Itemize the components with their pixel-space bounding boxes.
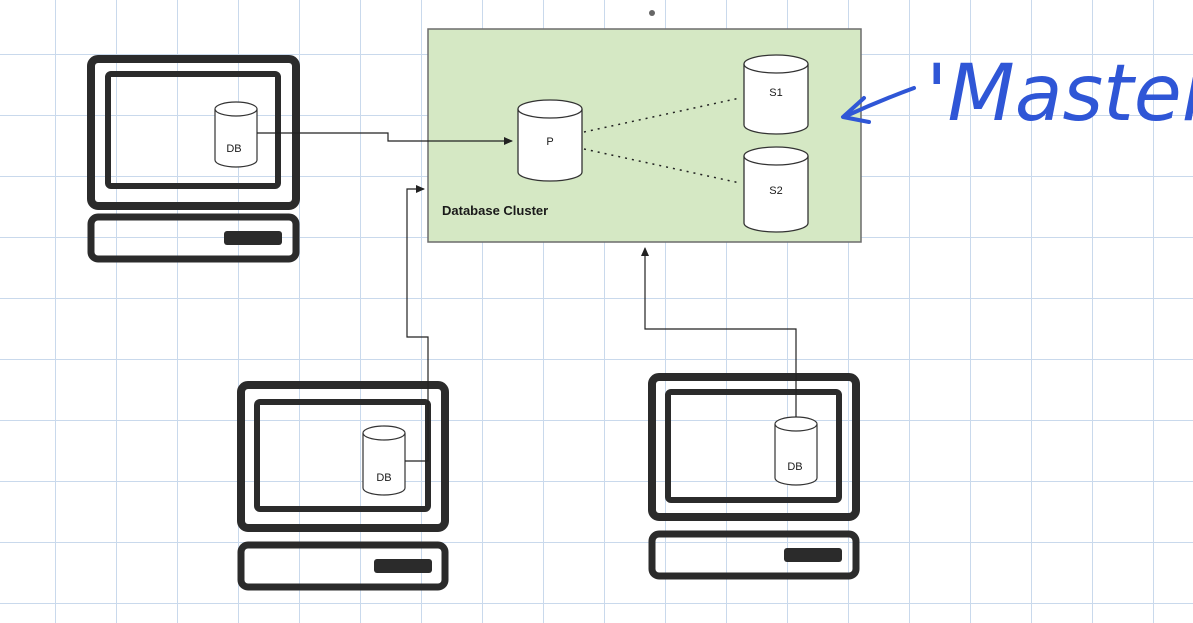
database-cluster[interactable]: Database Cluster P S1 S2 [427,28,862,243]
client-1-database-icon[interactable]: DB [214,101,258,168]
client-2-db-label: DB [376,472,391,484]
primary-label: P [546,136,553,148]
anchor-dot [649,10,655,16]
client-2-database-icon[interactable]: DB [362,425,406,496]
annotation-arrowhead-icon [841,96,871,124]
client-computer-3[interactable]: DB [648,373,860,580]
connector-client-3-to-cluster [641,247,797,417]
replica-s2-database-icon[interactable]: S2 [743,146,809,233]
replica-s2-label: S2 [769,185,782,197]
client-1-db-label: DB [226,143,241,155]
handwritten-annotation: 'Master' [841,49,1193,139]
connector-client-1-to-primary [257,132,513,145]
replication-link-s2 [583,148,741,184]
annotation-text: 'Master' [926,49,1193,139]
client-3-db-label: DB [787,461,802,473]
connector-client-2-to-cluster [405,185,429,462]
cluster-title: Database Cluster [442,203,548,218]
primary-database-icon[interactable]: P [517,99,583,182]
client-3-database-icon[interactable]: DB [774,416,818,486]
annotation-arrow-icon [844,86,916,118]
computer-icon [648,373,860,580]
replica-s1-database-icon[interactable]: S1 [743,54,809,135]
replica-s1-label: S1 [769,87,782,99]
replication-link-s1 [583,97,741,133]
